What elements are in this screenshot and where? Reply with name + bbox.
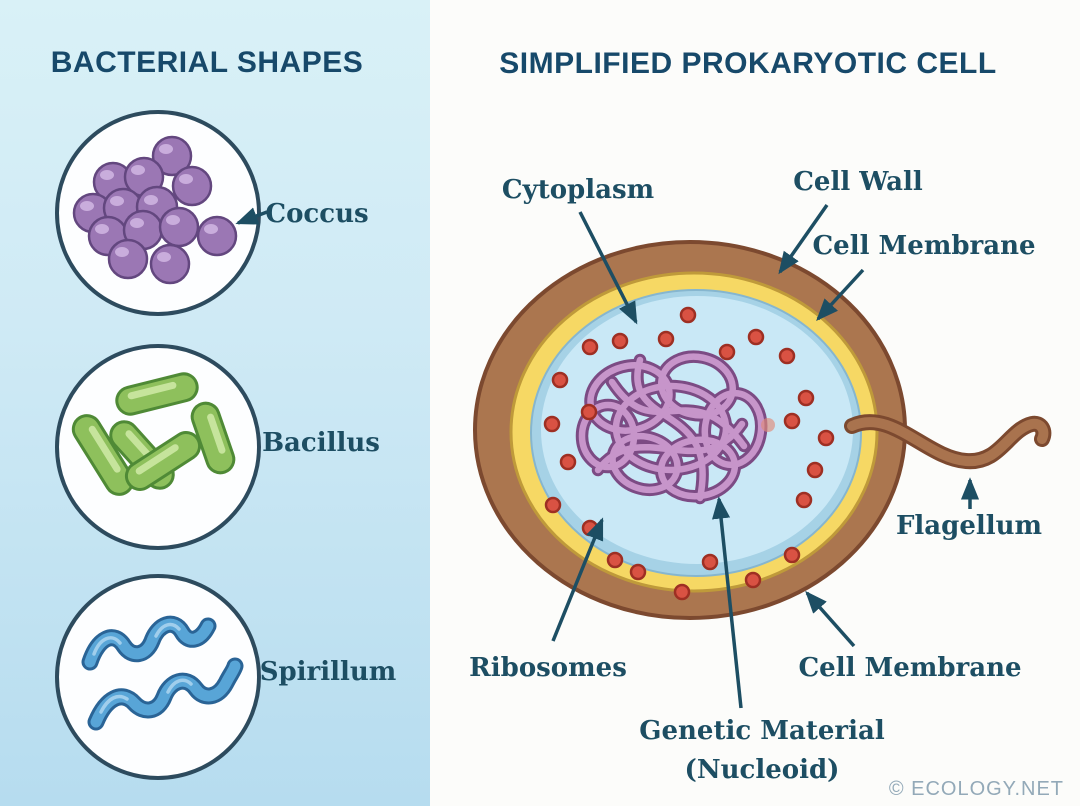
right-panel-title: SIMPLIFIED PROKARYOTIC CELL [499, 47, 997, 80]
genetic-material-label: Genetic Material (Nucleoid) [639, 712, 884, 790]
cell-membrane-top-arrow [816, 268, 865, 322]
spirillum-label: Spirillum [259, 657, 397, 687]
spirillum-waves [81, 615, 244, 731]
cell-membrane-top-label: Cell Membrane [812, 231, 1036, 261]
left-panel-title: BACTERIAL SHAPES [50, 46, 364, 79]
bacillus-circle-icon [55, 344, 261, 550]
cell-membrane-bottom-label: Cell Membrane [798, 653, 1022, 683]
coccus-circle-icon [55, 110, 261, 316]
ribosome-dots [543, 306, 835, 601]
bacillus-label: Bacillus [262, 428, 380, 458]
nucleoid-tangle [575, 350, 768, 505]
coccus-label: Coccus [265, 199, 369, 229]
genetic-material-arrow [712, 496, 743, 709]
cell-wall-arrow [778, 203, 829, 275]
ribosomes-arrow [551, 517, 604, 642]
genetic-material-line2: (Nucleoid) [684, 755, 840, 785]
cytoplasm-label: Cytoplasm [501, 175, 655, 205]
ribosomes-label: Ribosomes [469, 653, 627, 683]
cell-wall-label: Cell Wall [793, 167, 923, 197]
credit-text: © ECOLOGY.NET [888, 778, 1064, 800]
cell-membrane-bottom-arrow [805, 590, 856, 648]
genetic-material-line1: Genetic Material [639, 716, 885, 746]
cytoplasm-arrow [578, 211, 638, 325]
spirillum-circle-icon [55, 574, 261, 780]
bacillus-rods [71, 372, 236, 496]
flagellum-label: Flagellum [895, 511, 1043, 541]
flagellum-tail [844, 414, 1052, 470]
prokaryotic-cell-illustration [473, 240, 1052, 620]
leader-arrows [235, 203, 980, 709]
coccus-spheres [72, 135, 238, 285]
coccus-arrow [235, 207, 268, 225]
